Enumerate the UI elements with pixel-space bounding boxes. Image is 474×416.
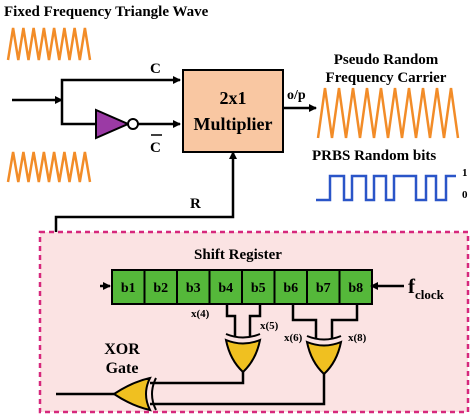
register-cell-box xyxy=(241,269,276,305)
xor-gate-right-icon xyxy=(305,340,343,376)
prbs-high-label: 1 xyxy=(462,167,468,179)
label-c-bar: C xyxy=(150,140,161,156)
tap-label-x6: x(6) xyxy=(284,332,303,344)
register-cell-box xyxy=(143,269,178,305)
c-path-wire xyxy=(60,76,181,100)
register-cell-b6: b6 xyxy=(273,269,308,305)
xor-gate-right xyxy=(305,335,343,376)
triangle-wave-bottom xyxy=(6,151,92,183)
tap-label-x8: x(8) xyxy=(348,332,367,344)
xor-gate-final-icon xyxy=(112,376,152,412)
triangle-wave-top xyxy=(6,27,92,61)
carrier-label-line2: Frequency Carrier xyxy=(326,70,447,86)
diagram-title: Fixed Frequency Triangle Wave xyxy=(4,4,209,20)
register-cell-b8: b8 xyxy=(338,269,373,305)
register-cell-b1: b1 xyxy=(111,269,146,305)
xor-gate-upper xyxy=(224,333,262,374)
clock-label: fclock xyxy=(408,274,445,302)
label-r: R xyxy=(190,196,201,212)
clock-subscript: clock xyxy=(415,287,445,302)
tap-wire-b6 xyxy=(291,304,318,338)
tap-wire-b8 xyxy=(330,304,359,338)
prbs-low-label: 0 xyxy=(462,189,468,201)
register-cell-b3: b3 xyxy=(176,269,211,305)
label-c: C xyxy=(150,61,161,77)
prbs-generator-region xyxy=(38,230,470,414)
register-cell-label: b1 xyxy=(121,281,136,296)
clock-f: f xyxy=(408,274,416,298)
gate-output-wire-1 xyxy=(150,372,245,385)
register-cell-box xyxy=(273,269,308,305)
not-gate-icon xyxy=(95,108,131,140)
register-cell-label: b2 xyxy=(153,281,168,296)
shift-register: b1 b2 b3 b4 b5 b6 b7 b8 xyxy=(111,269,373,305)
multiplier-block xyxy=(182,69,284,153)
multiplier-label-line2: Multiplier xyxy=(194,114,273,134)
xor-label-line2: Gate xyxy=(106,360,139,377)
register-cell-label: b5 xyxy=(251,281,266,296)
cbar-path-wire xyxy=(60,100,96,126)
register-cell-b2: b2 xyxy=(143,269,178,305)
register-cell-label: b3 xyxy=(186,281,201,296)
label-op: o/p xyxy=(287,88,306,103)
tap-wire-b5 xyxy=(248,304,262,336)
shift-register-label: Shift Register xyxy=(194,247,282,263)
register-cell-b7: b7 xyxy=(306,269,341,305)
gate-output-wire-2 xyxy=(150,374,326,406)
multiplier-label-line1: 2x1 xyxy=(220,88,247,108)
prbs-wave xyxy=(316,174,456,202)
register-cell-label: b6 xyxy=(283,281,298,296)
register-cell-b4: b4 xyxy=(208,269,243,305)
xor-gate-final xyxy=(112,376,157,412)
inverter-bubble-icon xyxy=(127,118,139,130)
xor-label-line1: XOR xyxy=(104,341,140,358)
register-cell-b5: b5 xyxy=(241,269,276,305)
register-cell-label: b4 xyxy=(218,281,233,296)
tap-label-x5: x(5) xyxy=(260,320,279,332)
prbs-label: PRBS Random bits xyxy=(312,148,436,164)
register-cell-label: b7 xyxy=(316,281,331,296)
carrier-label-line1: Pseudo Random xyxy=(334,52,439,68)
tap-wire-b4 xyxy=(225,304,237,336)
xor-gate-upper-curve xyxy=(225,333,261,339)
carrier-wave xyxy=(316,87,460,139)
xor-gate-final-curve xyxy=(151,377,157,411)
xor-gate-upper-icon xyxy=(224,338,262,374)
xor-gate-right-curve xyxy=(306,335,342,341)
register-cell-label: b8 xyxy=(348,281,363,296)
register-cell-box xyxy=(306,269,341,305)
tap-label-x4: x(4) xyxy=(191,308,210,320)
